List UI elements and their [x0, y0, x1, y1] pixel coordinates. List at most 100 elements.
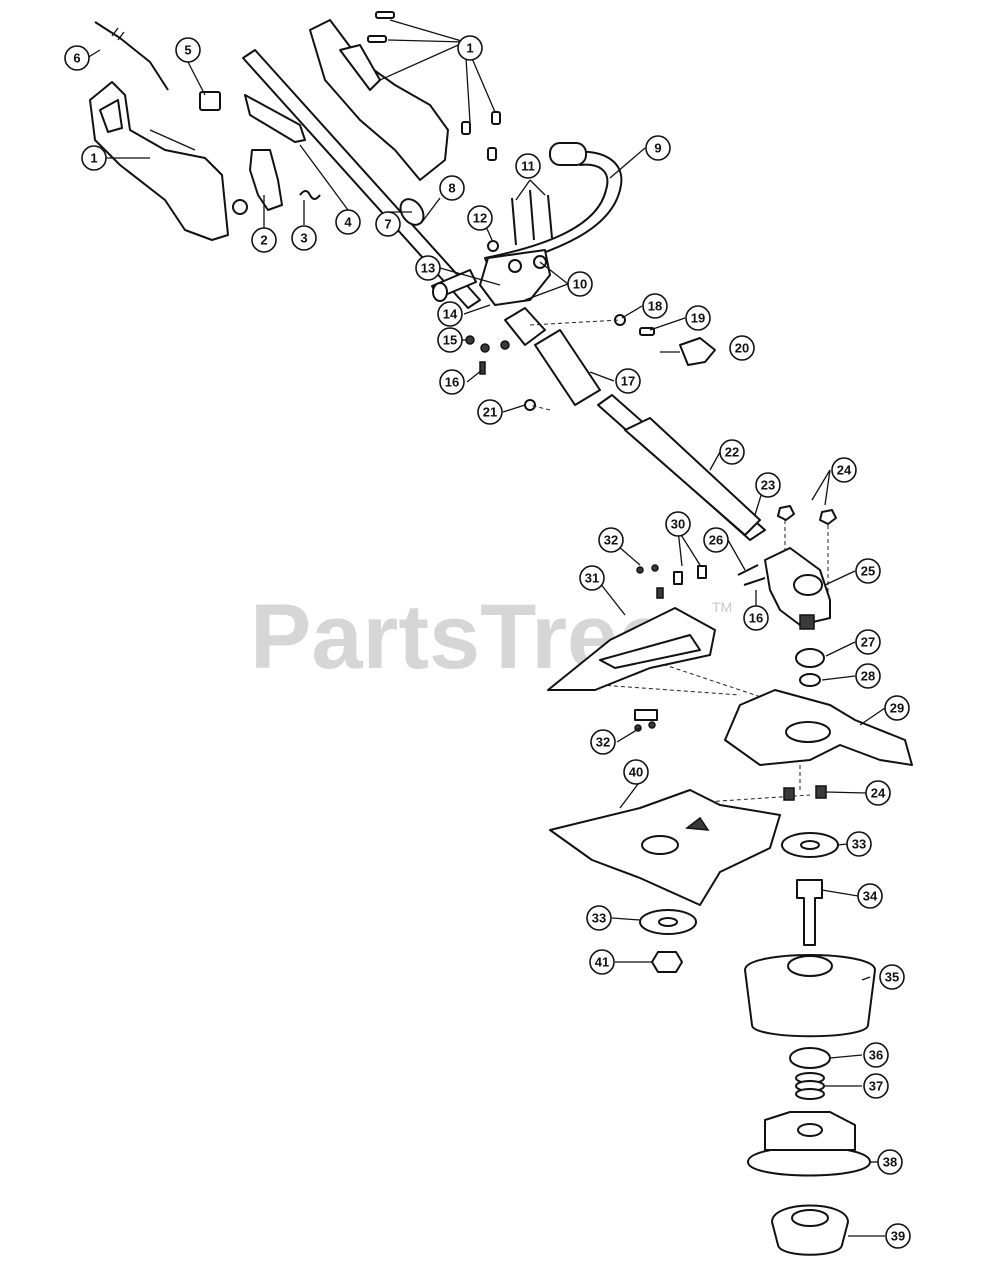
svg-text:35: 35	[885, 970, 899, 985]
svg-text:31: 31	[585, 571, 599, 586]
gearhead-nut-left	[777, 505, 795, 521]
handle-housing-left	[89, 81, 229, 241]
callout-38: 38	[877, 1149, 903, 1175]
svg-text:8: 8	[448, 181, 455, 196]
callout-1-left: 1	[81, 145, 107, 171]
callout-21: 21	[477, 399, 503, 425]
svg-text:16: 16	[445, 375, 459, 390]
svg-text:39: 39	[891, 1229, 905, 1244]
throttle-cable	[94, 21, 169, 91]
bump-knob	[771, 1204, 849, 1256]
lockout-lever	[244, 94, 306, 143]
retaining-ring	[789, 1047, 831, 1069]
callout-34: 34	[857, 883, 883, 909]
callout-10: 10	[567, 271, 593, 297]
callout-26: 26	[703, 527, 729, 553]
svg-text:36: 36	[869, 1048, 883, 1063]
svg-text:32: 32	[596, 735, 610, 750]
callout-33-lower: 33	[586, 905, 612, 931]
callout-6: 6	[64, 45, 90, 71]
callout-31: 31	[579, 565, 605, 591]
clamp-bolts	[511, 189, 553, 246]
callout-36: 36	[863, 1042, 889, 1068]
coupler-knob	[679, 337, 716, 366]
callout-9: 9	[645, 135, 671, 161]
svg-text:27: 27	[861, 635, 875, 650]
blade-shield	[547, 607, 716, 691]
svg-text:24: 24	[871, 786, 886, 801]
callout-40: 40	[623, 759, 649, 785]
housing-screws	[367, 11, 501, 161]
svg-text:2: 2	[260, 233, 267, 248]
svg-text:29: 29	[890, 701, 904, 716]
svg-text:13: 13	[421, 261, 435, 276]
svg-text:10: 10	[573, 277, 587, 292]
svg-text:22: 22	[725, 445, 739, 460]
callout-15: 15	[437, 327, 463, 353]
callout-14: 14	[437, 301, 463, 327]
svg-text:33: 33	[592, 911, 606, 926]
callout-24-lower: 24	[865, 780, 891, 806]
trimmer-head-housing	[744, 954, 876, 1038]
svg-text:4: 4	[344, 215, 352, 230]
callout-32-lower: 32	[590, 729, 616, 755]
callout-11: 11	[515, 153, 541, 179]
handle-clamp	[479, 249, 551, 306]
callout-1-top: 1	[457, 35, 483, 61]
svg-text:23: 23	[761, 478, 775, 493]
svg-text:21: 21	[483, 405, 497, 420]
callout-23: 23	[755, 472, 781, 498]
callout-16-lower: 16	[743, 605, 769, 631]
svg-text:26: 26	[709, 533, 723, 548]
svg-text:33: 33	[852, 837, 866, 852]
svg-text:41: 41	[595, 955, 609, 970]
bearing	[795, 648, 825, 668]
callout-16-upper: 16	[439, 369, 465, 395]
svg-text:25: 25	[861, 564, 875, 579]
svg-text:32: 32	[604, 533, 618, 548]
callout-17: 17	[615, 368, 641, 394]
loop-handle	[484, 150, 623, 271]
svg-text:18: 18	[648, 299, 662, 314]
callout-29: 29	[884, 695, 910, 721]
gearhead-nut-right	[819, 509, 837, 525]
svg-text:15: 15	[443, 333, 457, 348]
blade-adapter	[796, 879, 823, 946]
callout-13: 13	[415, 255, 441, 281]
svg-text:19: 19	[691, 311, 705, 326]
callout-25: 25	[855, 558, 881, 584]
callout-32-top: 32	[598, 527, 624, 553]
svg-text:12: 12	[473, 211, 487, 226]
blade-nut	[651, 951, 683, 973]
callout-19: 19	[685, 305, 711, 331]
svg-text:3: 3	[300, 231, 307, 246]
callout-7: 7	[375, 211, 401, 237]
callout-18: 18	[642, 293, 668, 319]
guard-bolt-left	[783, 787, 795, 801]
svg-text:37: 37	[869, 1079, 883, 1094]
guard-bolt-right	[815, 785, 827, 799]
svg-text:7: 7	[384, 217, 391, 232]
callout-22: 22	[719, 439, 745, 465]
callout-8: 8	[439, 175, 465, 201]
callouts: 1 1 2 3 4 5 6 7 8 9 10 11 12 13 14 15 16…	[64, 35, 911, 1249]
svg-text:6: 6	[73, 51, 80, 66]
svg-text:9: 9	[654, 141, 661, 156]
callout-33-upper: 33	[846, 831, 872, 857]
svg-text:34: 34	[863, 889, 878, 904]
watermark-tm: TM	[712, 599, 732, 615]
svg-text:40: 40	[629, 765, 643, 780]
svg-text:17: 17	[621, 374, 635, 389]
svg-text:5: 5	[184, 43, 191, 58]
callout-12: 12	[467, 205, 493, 231]
callout-37: 37	[863, 1073, 889, 1099]
washer	[799, 673, 821, 687]
ignition-switch	[199, 91, 221, 111]
svg-text:20: 20	[735, 341, 749, 356]
callout-39: 39	[885, 1223, 911, 1249]
callout-4: 4	[335, 209, 361, 235]
callout-30: 30	[665, 511, 691, 537]
callout-27: 27	[855, 629, 881, 655]
callout-24-top: 24	[831, 457, 857, 483]
